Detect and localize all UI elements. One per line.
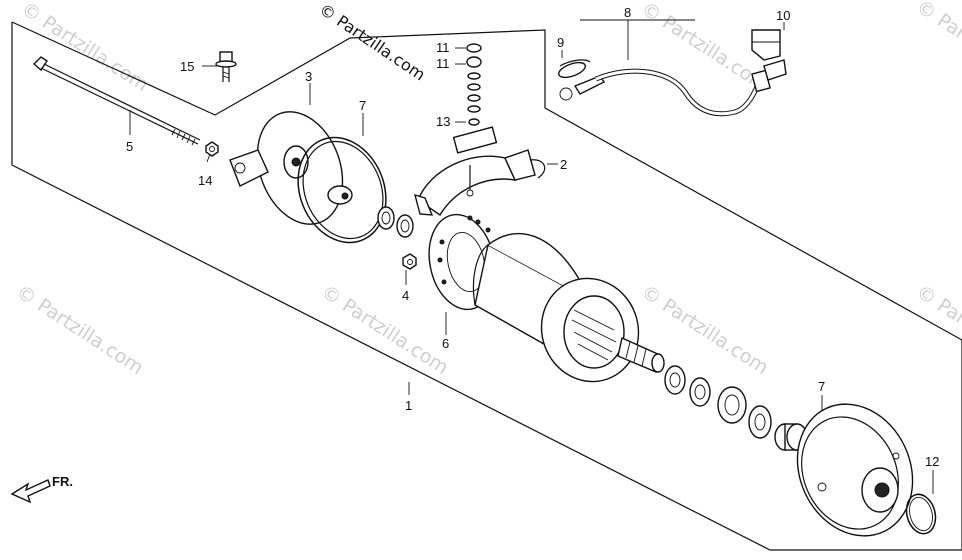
flange-bolt <box>215 51 237 82</box>
callout-15: 15 <box>180 59 194 74</box>
front-bearing <box>748 405 772 439</box>
watermark-faint-7: © Partzilla.com <box>912 0 962 94</box>
armature-shaft <box>617 337 665 373</box>
front-direction-arrow: FR. <box>10 474 73 504</box>
motor-yoke <box>472 232 640 383</box>
o-ring-rear-inner <box>302 140 384 240</box>
callout-6: 6 <box>442 336 449 351</box>
watermark-main: © Partzilla.com <box>316 0 429 84</box>
thrust-washer-b-hole <box>400 219 410 233</box>
leader-lines <box>129 19 934 494</box>
callout-7-rear: 7 <box>359 98 366 113</box>
lock-washer <box>717 386 747 424</box>
callout-numbers: 1 2 3 4 5 6 7 7 8 9 10 11 11 12 13 14 15 <box>126 5 939 469</box>
callout-4: 4 <box>402 288 409 303</box>
shaft-washer-1-hole <box>669 372 681 388</box>
front-arrow-label: FR. <box>52 474 73 489</box>
callout-9: 9 <box>557 35 564 50</box>
watermark-faint-3: © Partzilla.com <box>12 281 147 379</box>
assembly-outline <box>11 21 962 551</box>
front-bearing-hole <box>754 413 766 431</box>
callout-14: 14 <box>198 173 212 188</box>
rear-cover <box>229 111 344 225</box>
callout-5: 5 <box>126 139 133 154</box>
seal-bushing <box>774 423 808 451</box>
terminal-nut <box>402 253 417 270</box>
shaft-washer-2-hole <box>694 384 706 400</box>
watermark-faint-1: © Partzilla.com <box>17 0 152 96</box>
callout-8: 8 <box>624 5 631 20</box>
through-bolt <box>32 56 201 146</box>
callout-7-front: 7 <box>818 379 825 394</box>
o-ring-front-inner <box>909 496 933 532</box>
thrust-washer-a <box>377 206 395 230</box>
callout-11-b: 11 <box>436 56 450 71</box>
callout-11-a: 11 <box>436 40 450 55</box>
thrust-washer-a-hole <box>381 211 391 225</box>
rear-cover-boss <box>327 185 353 205</box>
callout-13: 13 <box>436 114 450 129</box>
callout-10: 10 <box>776 8 790 23</box>
o-ring-rear <box>297 136 387 244</box>
lock-washer-hole <box>724 394 740 416</box>
callout-12: 12 <box>925 454 939 469</box>
callout-3: 3 <box>305 69 312 84</box>
front-cover <box>796 403 914 537</box>
brush-holder <box>414 126 546 216</box>
starter-cable <box>557 29 787 117</box>
terminal-hardware-stack <box>466 43 482 126</box>
faint-watermarks: © Partzilla.com © Partzilla.com © Partzi… <box>12 0 962 379</box>
lock-nut <box>205 141 219 157</box>
shaft-washer-1 <box>664 365 686 395</box>
thrust-washer-b <box>396 214 414 238</box>
callout-2: 2 <box>560 157 567 172</box>
shaft-washer-2 <box>689 377 711 407</box>
watermark-faint-6: © Partzilla.com <box>912 281 962 379</box>
callout-1: 1 <box>405 398 412 413</box>
o-ring-front <box>905 493 937 535</box>
